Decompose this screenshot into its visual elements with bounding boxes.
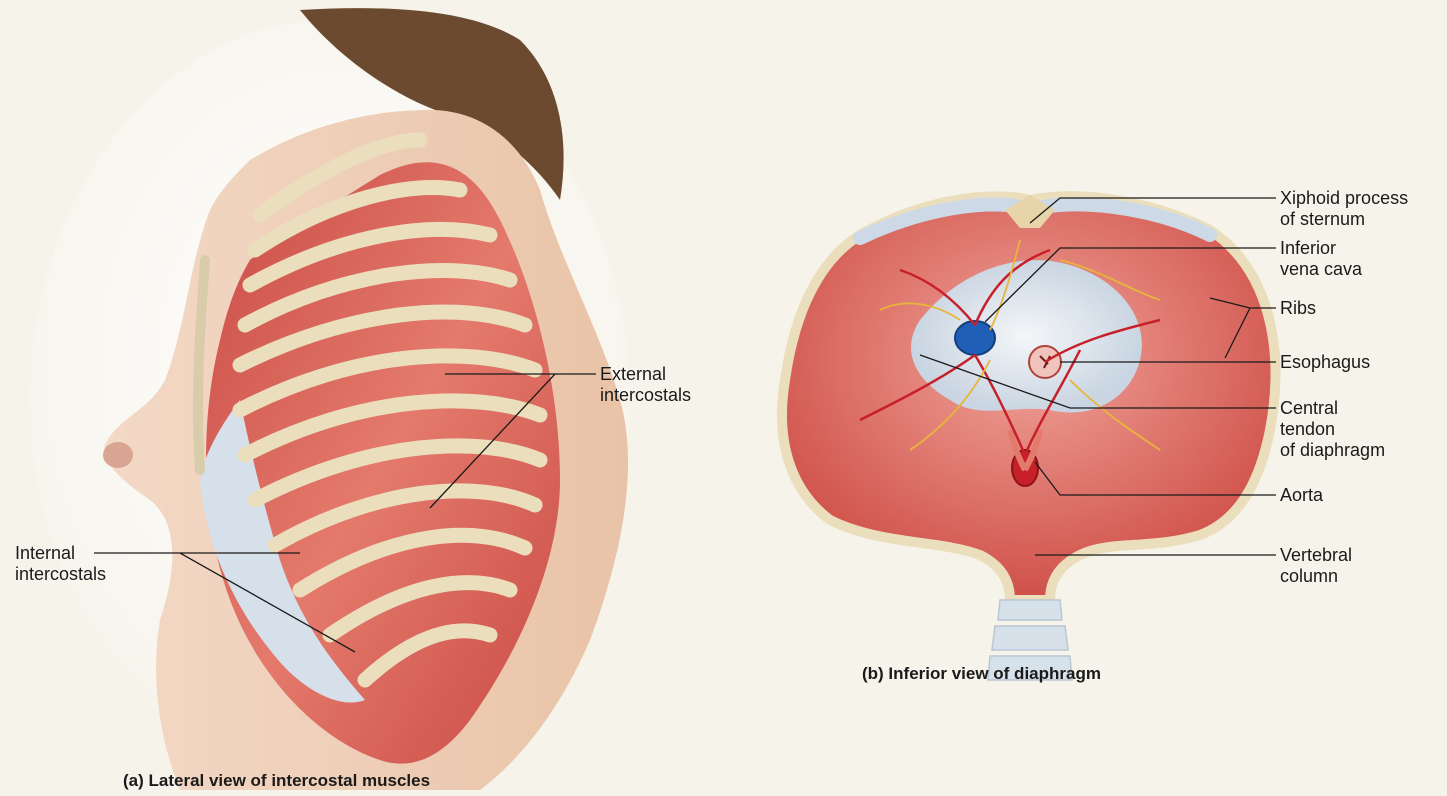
vena-cava-opening (955, 321, 995, 355)
panel-b-illustration (782, 195, 1275, 680)
label-xiphoid-process: Xiphoid process of sternum (1280, 188, 1408, 230)
nipple-illustration (103, 442, 133, 468)
label-internal-intercostals: Internal intercostals (15, 543, 106, 585)
label-ribs: Ribs (1280, 298, 1316, 319)
label-central-tendon: Central tendon of diaphragm (1280, 398, 1385, 461)
label-aorta: Aorta (1280, 485, 1323, 506)
label-external-intercostals: External intercostals (600, 364, 691, 406)
caption-panel-b: (b) Inferior view of diaphragm (862, 664, 1101, 684)
label-inferior-vena-cava: Inferior vena cava (1280, 238, 1362, 280)
panel-a-illustration (30, 8, 630, 790)
label-vertebral-column: Vertebral column (1280, 545, 1352, 587)
label-esophagus: Esophagus (1280, 352, 1370, 373)
caption-panel-a: (a) Lateral view of intercostal muscles (123, 771, 430, 791)
